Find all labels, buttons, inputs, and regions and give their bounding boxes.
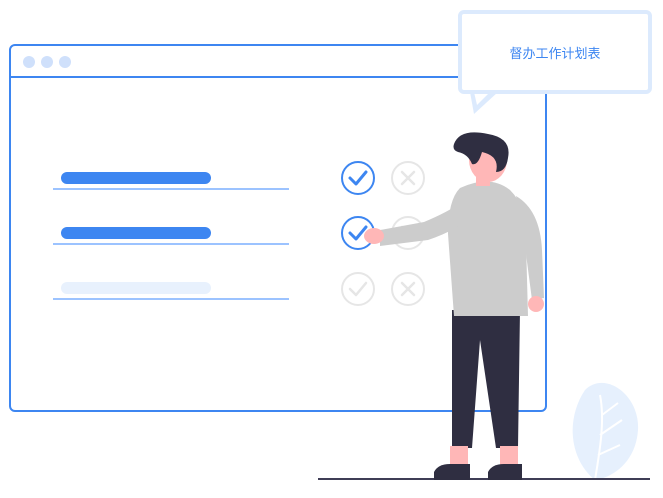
- speech-bubble-tail: [470, 92, 498, 114]
- task-bar: [61, 227, 211, 239]
- task-row-1: [53, 172, 289, 192]
- task-bar: [61, 172, 211, 184]
- task-row-3: [53, 282, 289, 302]
- window-dot-icon: [23, 56, 35, 68]
- check-icon[interactable]: [340, 271, 376, 307]
- speech-bubble-text: 督办工作计划表: [509, 46, 601, 62]
- window-titlebar: [11, 46, 545, 78]
- task-bar: [61, 282, 211, 294]
- x-icon[interactable]: [390, 271, 426, 307]
- task-underline: [53, 298, 289, 300]
- window-dot-icon: [41, 56, 53, 68]
- speech-bubble: 督办工作计划表: [458, 10, 652, 94]
- person-illustration: [364, 132, 544, 480]
- task-underline: [53, 243, 289, 245]
- check-icon[interactable]: [340, 160, 376, 196]
- task-underline: [53, 188, 289, 190]
- leaf-icon: [572, 382, 639, 481]
- x-icon[interactable]: [390, 160, 426, 196]
- task-row-2: [53, 227, 289, 247]
- ground-line: [318, 478, 650, 480]
- window-dot-icon: [59, 56, 71, 68]
